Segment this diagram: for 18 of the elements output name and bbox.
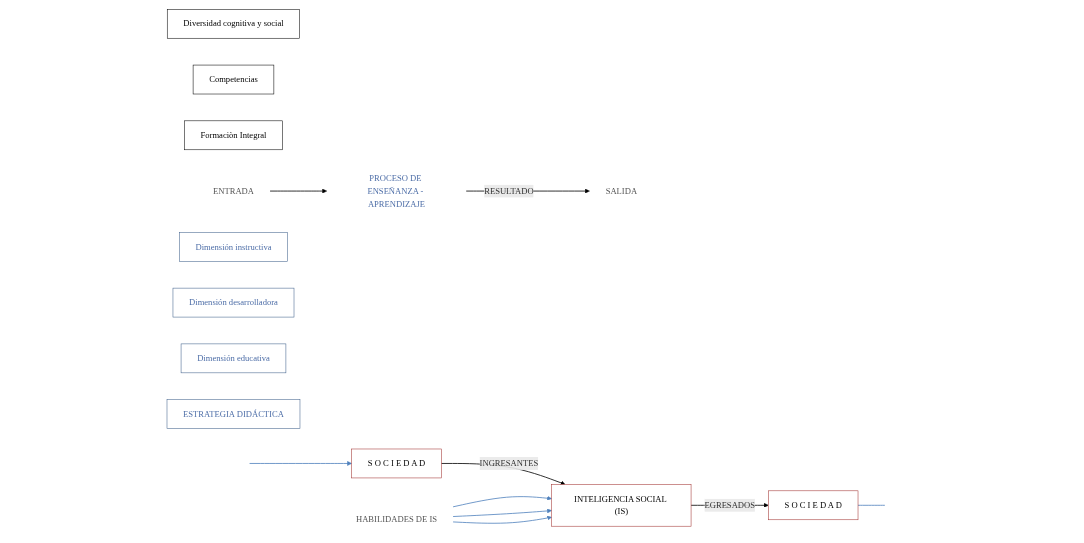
edge-label: RESULTADO: [484, 186, 534, 196]
node-box: Competencias: [192, 64, 275, 95]
node-box: S O C I E D A D: [768, 490, 859, 521]
connector: [857, 504, 886, 506]
node-box: ESTRATEGIA DIDÁCTICA: [166, 399, 301, 429]
edge-label: INGRESANTES: [479, 458, 539, 468]
edge-label: EGRESADOS: [704, 500, 755, 510]
node-text: SALIDA: [605, 186, 638, 196]
node-box: Dimensión educativa: [180, 343, 287, 374]
node-text: HABILIDADES DE IS: [355, 514, 438, 524]
node-box: Formaciòn Integral: [184, 120, 283, 151]
node-text: ENTRADA: [212, 186, 254, 196]
node-box: Diversidad cognitiva y social: [167, 9, 300, 39]
node-box: S O C I E D A D: [351, 448, 442, 479]
node-box: INTELIGENCIA SOCIAL (IS): [551, 484, 692, 527]
node-box: Dimensión desarrolladora: [172, 287, 295, 318]
node-box: Dimensión instructiva: [179, 232, 288, 262]
node-text: PROCESO DE ENSEÑANZA - APRENDIZAJE: [367, 173, 426, 209]
